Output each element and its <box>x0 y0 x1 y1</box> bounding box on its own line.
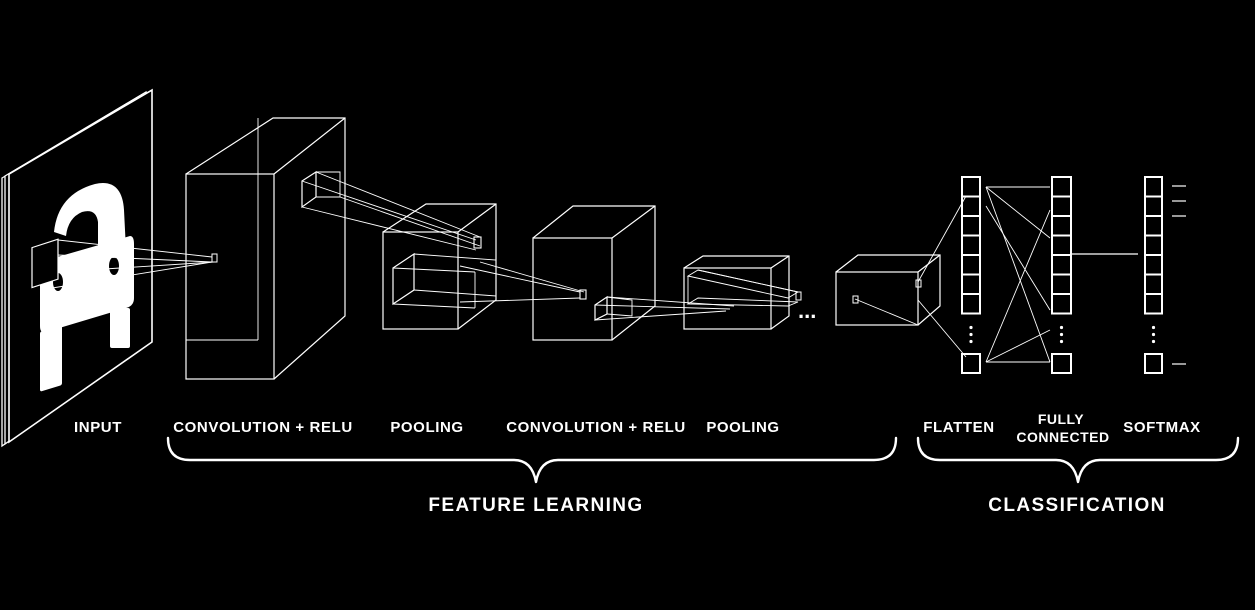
flatten-ellipsis-dot <box>969 325 973 330</box>
group-classification: CLASSIFICATION <box>988 495 1166 516</box>
label-conv1: CONVOLUTION + RELU <box>173 419 353 436</box>
fc-neuron <box>1051 293 1072 315</box>
label-conv2: CONVOLUTION + RELU <box>506 419 686 436</box>
label-pool2: POOLING <box>706 419 779 436</box>
pool2-volume <box>683 255 802 330</box>
fc-neuron <box>1051 254 1072 276</box>
label-fully: FULLY <box>1038 411 1084 427</box>
fc-ellipsis-dot <box>1059 332 1064 337</box>
fc-neuron <box>1051 273 1072 295</box>
softmax-neuron <box>1144 254 1163 276</box>
flatten-neuron <box>961 195 981 217</box>
label-input: INPUT <box>74 419 122 436</box>
flatten-last-neuron <box>961 353 981 374</box>
label-connected: CONNECTED <box>1016 429 1109 445</box>
flatten-neuron <box>961 273 981 295</box>
softmax-neuron <box>1144 234 1163 256</box>
softmax-neuron <box>1144 293 1163 315</box>
flatten-neuron <box>961 254 981 276</box>
fc-neuron <box>1051 176 1072 198</box>
conv1-volume <box>185 117 482 380</box>
softmax-ellipsis-dot <box>1151 339 1156 344</box>
fully-connected-column <box>1051 176 1072 374</box>
softmax-neuron <box>1144 273 1163 295</box>
fc-connections <box>985 186 1138 363</box>
input-image <box>1 88 218 448</box>
softmax-neuron <box>1144 176 1163 198</box>
flatten-neuron <box>961 293 981 315</box>
softmax-neuron <box>1144 195 1163 217</box>
continuation-dots: ... <box>798 298 816 323</box>
pool1-volume <box>382 203 587 330</box>
softmax-ellipsis-dot <box>1151 325 1156 330</box>
label-softmax: SOFTMAX <box>1123 419 1201 436</box>
fc-neuron <box>1051 195 1072 217</box>
label-pool1: POOLING <box>390 419 463 436</box>
softmax-neuron <box>1144 215 1163 237</box>
car-icon <box>31 183 134 392</box>
softmax-column <box>1144 176 1163 374</box>
classification-brace <box>916 436 1240 484</box>
fc-neuron <box>1051 234 1072 256</box>
softmax-ellipsis-dot <box>1151 332 1156 337</box>
fc-ellipsis-dot <box>1059 339 1064 344</box>
flatten-column <box>961 176 981 374</box>
flatten-ellipsis-dot <box>969 339 973 344</box>
flatten-ellipsis-dot <box>969 332 973 337</box>
final-volume <box>835 195 967 358</box>
flatten-neuron <box>961 176 981 198</box>
conv2-volume <box>532 205 735 341</box>
output-ticks <box>1172 185 1186 365</box>
softmax-last-neuron <box>1144 353 1163 374</box>
fc-last-neuron <box>1051 353 1072 374</box>
feature-learning-brace <box>166 436 898 484</box>
flatten-neuron <box>961 234 981 256</box>
fc-ellipsis-dot <box>1059 325 1064 330</box>
label-flatten: FLATTEN <box>923 419 994 436</box>
group-feature-learning: FEATURE LEARNING <box>428 495 643 516</box>
flatten-neuron <box>961 215 981 237</box>
fc-neuron <box>1051 215 1072 237</box>
